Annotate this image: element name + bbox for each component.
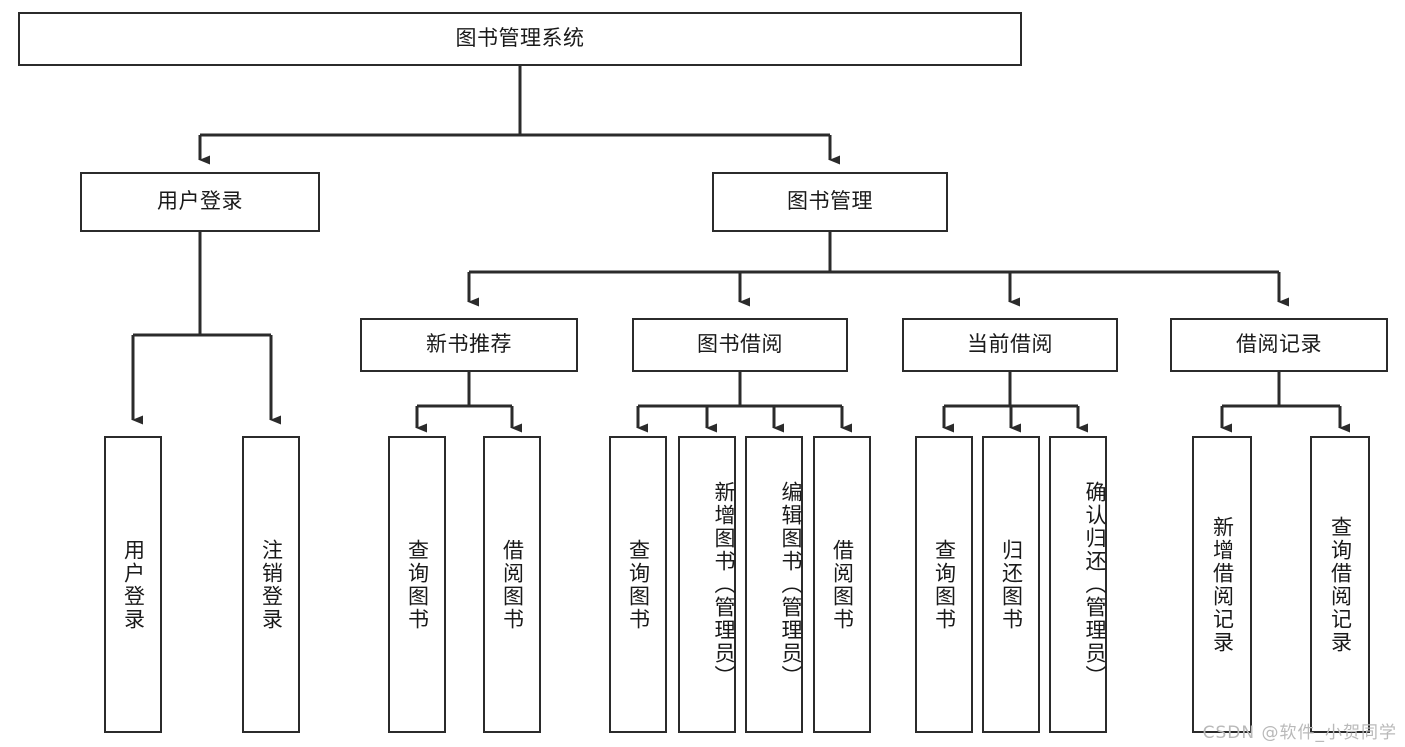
node-root[interactable]: 图书管理系统: [18, 12, 1022, 66]
node-leaf-query-record-label: 查询借阅记录: [1328, 515, 1353, 654]
node-book-manage[interactable]: 图书管理: [712, 172, 948, 232]
node-leaf-query-record[interactable]: 查询借阅记录: [1310, 436, 1370, 733]
node-new-book-recommend[interactable]: 新书推荐: [360, 318, 578, 372]
node-user-login-label: 用户登录: [157, 189, 243, 214]
node-leaf-confirm-return-label: 确认归还（管理员）: [1083, 481, 1107, 688]
node-leaf-query-book-3-label: 查询图书: [932, 538, 957, 631]
node-borrow-record[interactable]: 借阅记录: [1170, 318, 1388, 372]
node-current-borrow-label: 当前借阅: [967, 332, 1053, 357]
node-leaf-add-record-label: 新增借阅记录: [1210, 515, 1235, 654]
node-leaf-borrow-book-1[interactable]: 借阅图书: [483, 436, 541, 733]
node-leaf-add-book[interactable]: 新增图书（管理员）: [678, 436, 736, 733]
node-leaf-query-book-2-label: 查询图书: [626, 538, 651, 631]
node-leaf-edit-book[interactable]: 编辑图书（管理员）: [745, 436, 803, 733]
node-leaf-user-login[interactable]: 用户登录: [104, 436, 162, 733]
node-leaf-add-record[interactable]: 新增借阅记录: [1192, 436, 1252, 733]
node-leaf-return-book-label: 归还图书: [999, 538, 1024, 631]
node-current-borrow[interactable]: 当前借阅: [902, 318, 1118, 372]
node-leaf-query-book-2[interactable]: 查询图书: [609, 436, 667, 733]
node-leaf-query-book-3[interactable]: 查询图书: [915, 436, 973, 733]
node-leaf-query-book-1-label: 查询图书: [405, 538, 430, 631]
node-leaf-query-book-1[interactable]: 查询图书: [388, 436, 446, 733]
node-book-manage-label: 图书管理: [787, 189, 873, 214]
node-leaf-borrow-book-2-label: 借阅图书: [830, 538, 855, 631]
node-root-label: 图书管理系统: [455, 26, 585, 51]
node-book-borrow[interactable]: 图书借阅: [632, 318, 848, 372]
node-leaf-confirm-return[interactable]: 确认归还（管理员）: [1049, 436, 1107, 733]
node-new-book-recommend-label: 新书推荐: [426, 332, 512, 357]
node-leaf-user-login-label: 用户登录: [121, 538, 146, 631]
node-book-borrow-label: 图书借阅: [697, 332, 783, 357]
node-leaf-add-book-label: 新增图书（管理员）: [712, 481, 736, 688]
node-leaf-logout-label: 注销登录: [259, 538, 284, 631]
node-leaf-borrow-book-2[interactable]: 借阅图书: [813, 436, 871, 733]
node-leaf-return-book[interactable]: 归还图书: [982, 436, 1040, 733]
node-borrow-record-label: 借阅记录: [1236, 332, 1322, 357]
node-user-login[interactable]: 用户登录: [80, 172, 320, 232]
node-leaf-edit-book-label: 编辑图书（管理员）: [779, 481, 803, 688]
node-leaf-logout[interactable]: 注销登录: [242, 436, 300, 733]
node-leaf-borrow-book-1-label: 借阅图书: [500, 538, 525, 631]
